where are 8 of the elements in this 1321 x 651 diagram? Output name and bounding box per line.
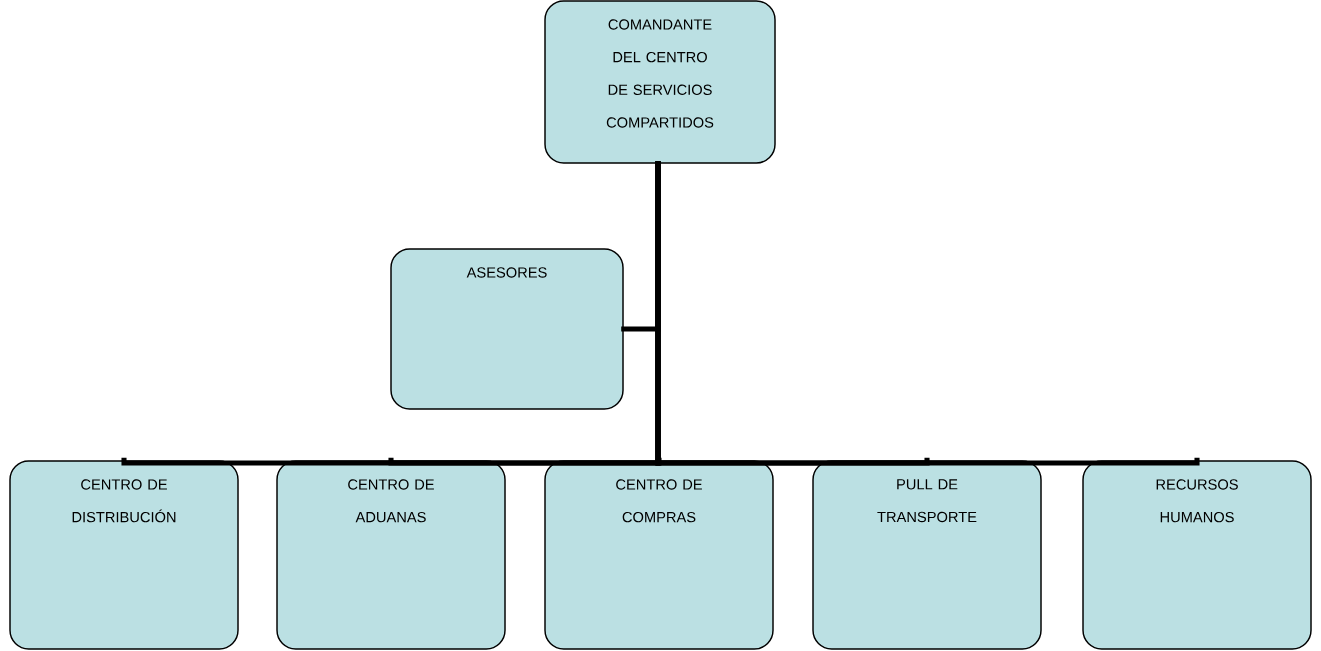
org-box: ASESORES — [390, 248, 624, 410]
org-box: CENTRO DE ADUANAS — [276, 460, 506, 650]
org-box: PULL DE TRANSPORTE — [812, 460, 1042, 650]
org-box: RECURSOS HUMANOS — [1082, 460, 1312, 650]
connector-line — [655, 161, 1200, 466]
org-box: COMANDANTE DEL CENTRO DE SERVICIOS COMPARTIDOS — [544, 0, 776, 164]
org-box: CENTRO DE COMPRAS — [544, 460, 774, 650]
org-box: CENTRO DE DISTRIBUCIÓN — [9, 460, 239, 650]
